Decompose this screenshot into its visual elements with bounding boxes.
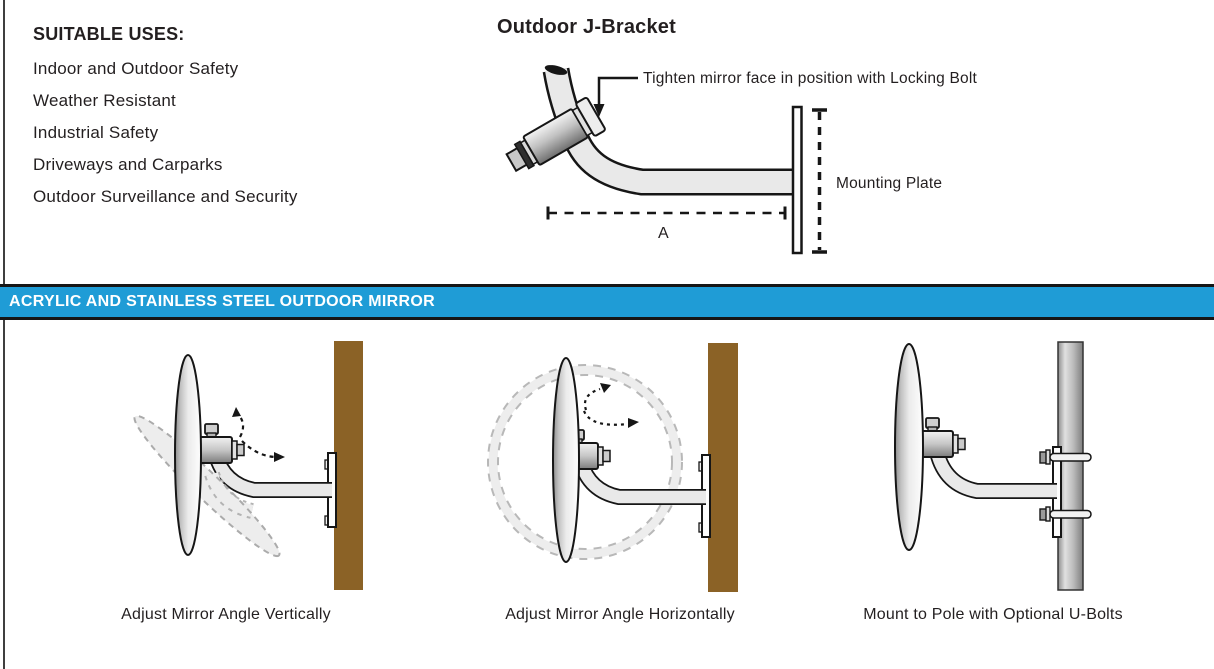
- mirror-side-view: [894, 343, 924, 551]
- use-item: Weather Resistant: [33, 91, 176, 110]
- locking-bolt-note: Tighten mirror face in position with Loc…: [643, 70, 978, 87]
- section-banner: ACRYLIC AND STAINLESS STEEL OUTDOOR MIRR…: [0, 284, 1214, 320]
- u-bolt-upper: [1039, 449, 1092, 465]
- leader-arrow: [593, 76, 638, 117]
- dimension-a-label: A: [658, 225, 669, 242]
- dashed-rotation-circle: [487, 364, 683, 560]
- j-bracket-title: Outdoor J-Bracket: [497, 16, 676, 38]
- use-item: Driveways and Carparks: [33, 155, 223, 174]
- u-bolt-lower: [1039, 506, 1092, 522]
- figure-caption-horizontal: Adjust Mirror Angle Horizontally: [505, 606, 735, 623]
- use-item: Industrial Safety: [33, 123, 159, 142]
- figure-adjust-vertically: [133, 341, 363, 590]
- use-item: Outdoor Surveillance and Security: [33, 187, 298, 206]
- figure-caption-vertical: Adjust Mirror Angle Vertically: [121, 606, 331, 623]
- use-item: Indoor and Outdoor Safety: [33, 59, 239, 78]
- wood-post: [334, 341, 363, 590]
- metal-pole: [1057, 341, 1084, 591]
- suitable-uses-heading: SUITABLE USES:: [33, 24, 185, 44]
- figure-caption-pole: Mount to Pole with Optional U-Bolts: [863, 606, 1123, 623]
- bracket-arm: [929, 449, 1057, 499]
- figure-adjust-horizontally: [487, 343, 738, 592]
- locking-bolt: [505, 96, 606, 173]
- mirror-side-view: [174, 354, 202, 556]
- ghost-mirror-fill: [134, 415, 280, 557]
- wood-post: [708, 343, 738, 592]
- page-left-rule: [3, 0, 5, 669]
- mirror-side-view: [552, 357, 580, 563]
- dashed-motion-arrows: [232, 407, 285, 462]
- j-bracket-diagram: [505, 65, 827, 255]
- dashed-motion-arrows: [582, 383, 639, 428]
- pivot-bolt: [195, 423, 245, 464]
- pivot-bolt: [916, 417, 966, 458]
- mounting-plate: [791, 105, 803, 255]
- mounting-plate-label: Mounting Plate: [836, 175, 943, 192]
- figure-pole-mount: [894, 341, 1092, 591]
- suitable-uses-block: SUITABLE USES: Indoor and Outdoor Safety…: [33, 24, 325, 215]
- dimension-a-line: [546, 206, 787, 220]
- bracket-arm: [573, 459, 706, 505]
- plate-dimension-line: [812, 108, 827, 254]
